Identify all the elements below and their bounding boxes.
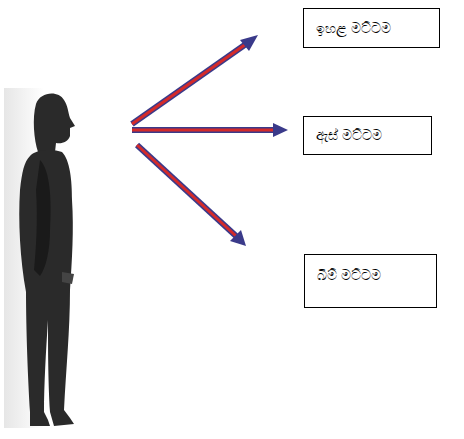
arrows bbox=[132, 35, 288, 246]
level-box: ඉහළ මට්ටම bbox=[303, 8, 440, 48]
level-box: ඇස් මට්ටම bbox=[303, 116, 432, 155]
level-label: බිම් මට්ටම bbox=[317, 267, 381, 284]
level-box: බිම් මට්ටම bbox=[304, 254, 437, 308]
level-label: ඉහළ මට්ටම bbox=[316, 20, 391, 37]
level-label: ඇස් මට්ටම bbox=[316, 127, 382, 144]
man-silhouette bbox=[19, 94, 75, 426]
